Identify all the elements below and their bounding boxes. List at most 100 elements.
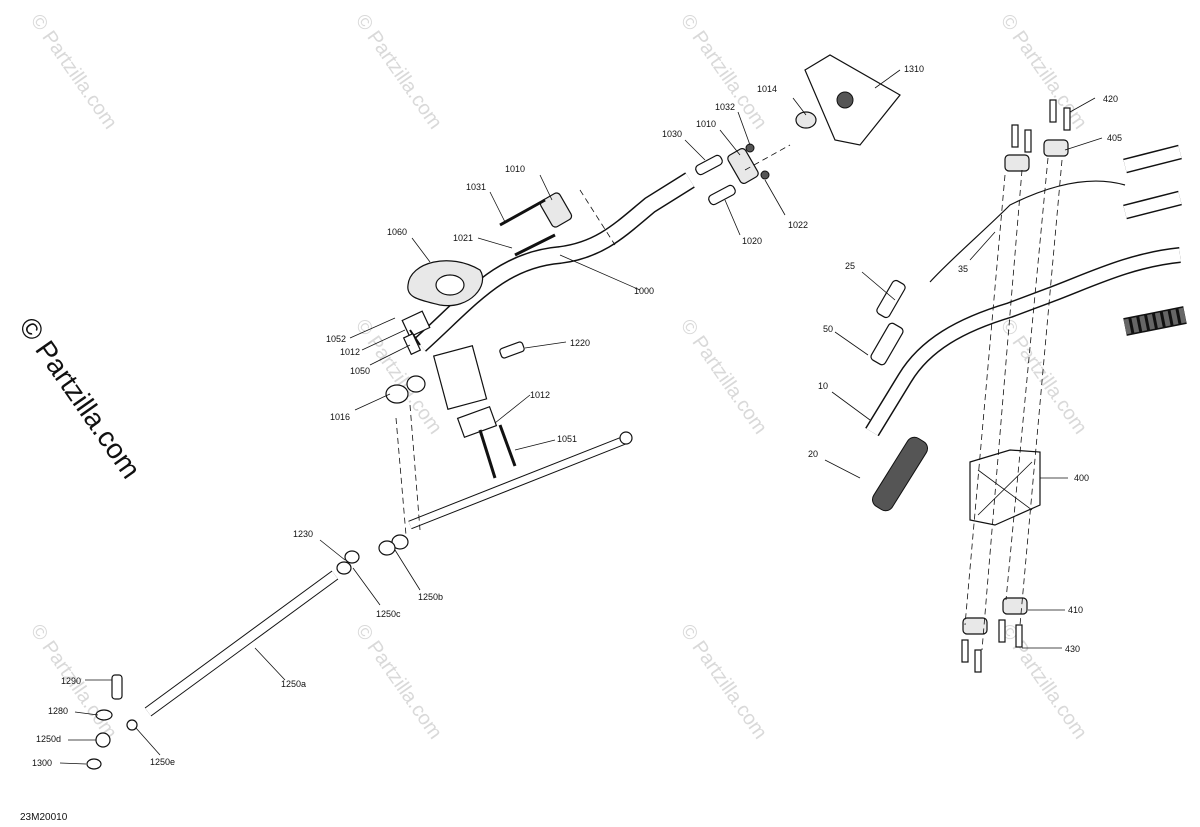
label-1021: 1021: [453, 233, 473, 243]
washer-1016b: [406, 375, 426, 393]
clamp-1012-upper: [401, 310, 431, 338]
pad-center: [435, 274, 465, 296]
label-400: 400: [1074, 473, 1089, 483]
label-50: 50: [823, 324, 833, 334]
bolt-1290: [111, 674, 123, 700]
label-1250b: 1250b: [418, 592, 443, 602]
watermark: © Partzilla.com: [676, 10, 771, 133]
label-1220: 1220: [570, 338, 590, 348]
align-line: [744, 144, 791, 171]
riser-400: [969, 449, 1041, 526]
nut-1022: [760, 170, 770, 180]
label-1290: 1290: [61, 676, 81, 686]
label-1310: 1310: [904, 64, 924, 74]
bolt-420-c: [1049, 99, 1057, 123]
label-1052: 1052: [326, 334, 346, 344]
label-1250a: 1250a: [281, 679, 306, 689]
align-line: [1019, 159, 1063, 626]
washer-1250e: [126, 719, 138, 731]
label-1016: 1016: [330, 412, 350, 422]
steering-rod: [86, 431, 633, 770]
bolt-1220: [499, 341, 525, 359]
label-1250d: 1250d: [36, 734, 61, 744]
sleeve-1030: [695, 154, 723, 176]
label-1050: 1050: [350, 366, 370, 376]
label-25: 25: [845, 261, 855, 271]
watermark: © Partzilla.com: [996, 315, 1091, 438]
nut-1032: [745, 143, 755, 153]
bolt-1051-a: [478, 429, 497, 479]
watermark: © Partzilla.com: [351, 10, 446, 133]
bolt-1051-b: [498, 424, 517, 467]
label-405: 405: [1107, 133, 1122, 143]
watermark: © Partzilla.com: [676, 315, 771, 438]
sleeve-1020: [708, 184, 736, 206]
watermark: © Partzilla.com: [676, 620, 771, 743]
grip-20: [871, 436, 929, 512]
bolt-420-b: [1024, 129, 1032, 153]
bolt-1021: [514, 233, 556, 257]
watermark: © Partzilla.com: [996, 10, 1091, 133]
bolt-420-d: [1063, 107, 1071, 131]
align-line: [964, 174, 1006, 626]
align-line: [981, 169, 1023, 651]
align-line: [409, 404, 421, 531]
label-1000: 1000: [634, 286, 654, 296]
label-1022: 1022: [788, 220, 808, 230]
watermark-large: © Partzilla.com: [13, 312, 147, 484]
nut-1300: [86, 758, 102, 770]
label-1250c: 1250c: [376, 609, 401, 619]
label-1012: 1012: [530, 390, 550, 400]
label-1031: 1031: [466, 182, 486, 192]
bolt-430-c: [961, 639, 969, 663]
label-20: 20: [808, 449, 818, 459]
clamp-405-a: [1004, 154, 1030, 172]
bolt-430-d: [974, 649, 982, 673]
clamp-1010-right: [727, 148, 759, 184]
label-1010: 1010: [505, 164, 525, 174]
watermark: © Partzilla.com: [996, 620, 1091, 743]
washer-1280: [95, 709, 113, 721]
label-1012: 1012: [340, 347, 360, 357]
watermark: © Partzilla.com: [351, 620, 446, 743]
clamp-405-b: [1043, 139, 1069, 157]
label-1014: 1014: [757, 84, 777, 94]
clamp-410-b: [962, 617, 988, 635]
label-1300: 1300: [32, 758, 52, 768]
ring-1014: [795, 111, 817, 129]
diagram-code: 23M20010: [20, 812, 68, 823]
watermark-layer: © Partzilla.com © Partzilla.com © Partzi…: [13, 10, 1091, 743]
label-1030: 1030: [662, 129, 682, 139]
sleeve-50: [870, 322, 904, 366]
clamp-1012-lower: [456, 406, 498, 438]
label-1230: 1230: [293, 529, 313, 539]
clamp-410-a: [1002, 597, 1028, 615]
label-420: 420: [1103, 94, 1118, 104]
label-1280: 1280: [48, 706, 68, 716]
cable-35: [929, 180, 1126, 283]
label-1051: 1051: [557, 434, 577, 444]
riser-block: [432, 345, 488, 410]
clamp-1010-left: [539, 192, 573, 228]
label-10: 10: [818, 381, 828, 391]
bolt-430-b: [998, 619, 1006, 643]
label-1010: 1010: [696, 119, 716, 129]
label-410: 410: [1068, 605, 1083, 615]
rod-end-1250d: [95, 732, 111, 748]
bolt-420-a: [1011, 124, 1019, 148]
part-labels: 1310 1014 1032 1010 1030 1022 1020 1010 …: [32, 64, 1122, 768]
sleeve-25: [876, 279, 906, 319]
leader-lines: [59, 69, 1103, 765]
label-35: 35: [958, 264, 968, 274]
washer-1016: [385, 384, 409, 404]
label-430: 430: [1065, 644, 1080, 654]
label-1032: 1032: [715, 102, 735, 112]
align-line: [395, 417, 407, 536]
label-1250e: 1250e: [150, 757, 175, 767]
washer-1230: [344, 550, 360, 564]
handlebar-1000: [413, 172, 695, 352]
label-1020: 1020: [742, 236, 762, 246]
align-line: [579, 189, 616, 246]
